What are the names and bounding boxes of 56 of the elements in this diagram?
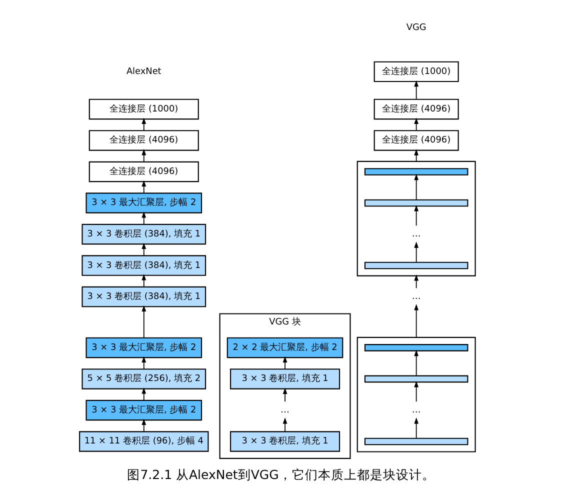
arrow	[414, 118, 419, 132]
arrow	[142, 356, 146, 370]
node-box: 3 × 3 最大汇聚层, 步幅 2	[86, 400, 202, 421]
node-box: 3 × 3 卷积层 (384), 填充 1	[82, 255, 206, 276]
arrow	[142, 274, 146, 288]
arrow	[414, 149, 419, 162]
arrow	[142, 118, 146, 132]
arrow	[414, 380, 419, 402]
arrow	[142, 387, 146, 401]
caption: 图7.2.1 从AlexNet到VGG，它们本质上都是块设计。	[127, 467, 435, 482]
arrow	[414, 80, 419, 100]
node-box: 3 × 3 最大汇聚层, 步幅 2	[86, 192, 202, 214]
arrow	[142, 418, 146, 432]
arrow	[142, 148, 146, 162]
arrow	[142, 180, 146, 194]
node-bar	[364, 375, 468, 383]
arrow	[282, 418, 288, 432]
node-text: …	[412, 405, 421, 416]
node-bar	[364, 199, 468, 207]
node-box: 全连接层 (4096)	[88, 130, 199, 151]
arrow	[142, 305, 146, 338]
cluster	[356, 160, 476, 276]
node-box: 3 × 3 卷积层, 填充 1	[230, 368, 340, 390]
node-box: 5 × 5 卷积层 (256), 填充 2	[82, 368, 206, 390]
node-box: 3 × 3 卷积层 (384), 填充 1	[82, 286, 206, 308]
node-box: 3 × 3 卷积层, 填充 1	[230, 431, 340, 452]
arrow	[142, 211, 146, 225]
label: AlexNet	[126, 66, 162, 77]
arrow	[282, 388, 288, 402]
arrow	[414, 350, 419, 376]
arrow	[282, 356, 288, 370]
node-box: 全连接层 (4096)	[88, 161, 199, 182]
arrow	[414, 304, 419, 338]
node-text: …	[412, 229, 421, 240]
arrow	[414, 204, 419, 226]
node-box: 3 × 3 卷积层 (384), 填充 1	[82, 224, 206, 245]
node-box: 全连接层 (1000)	[88, 98, 199, 120]
arrow	[414, 274, 419, 289]
node-bar	[364, 168, 468, 176]
arrow	[414, 242, 419, 263]
arrow	[142, 242, 146, 256]
node-box: 11 × 11 卷积层 (96), 步幅 4	[79, 431, 209, 452]
arrow	[414, 174, 419, 200]
node-bar	[364, 344, 468, 352]
node-box: 全连接层 (4096)	[374, 98, 459, 120]
node-bar	[364, 262, 468, 270]
node-bar	[364, 438, 468, 446]
node-text: …	[412, 292, 421, 302]
node-box: 3 × 3 最大汇聚层, 步幅 2	[86, 337, 202, 358]
label: VGG	[406, 23, 426, 34]
node-text: …	[280, 405, 290, 416]
node-box: 2 × 2 最大汇聚层, 步幅 2	[226, 337, 344, 358]
cluster	[356, 336, 476, 452]
node-box: 全连接层 (1000)	[374, 61, 459, 82]
arrow	[414, 418, 419, 439]
node-box: 全连接层 (4096)	[374, 130, 459, 151]
